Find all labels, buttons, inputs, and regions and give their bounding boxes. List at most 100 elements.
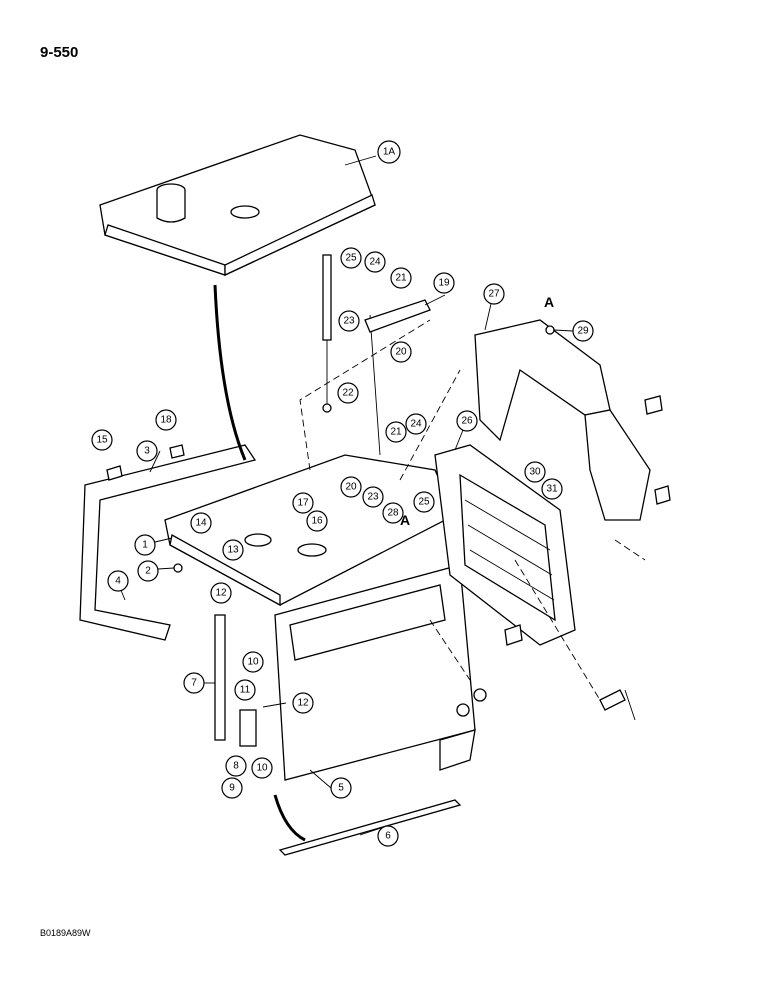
front-nose-panel <box>474 319 651 521</box>
svg-text:30: 30 <box>529 467 541 478</box>
callout-10b: 10 <box>251 757 273 779</box>
callout-31: 31 <box>541 478 563 500</box>
seal-line-lower <box>273 794 306 842</box>
section-marker-a: A <box>544 294 554 310</box>
callout-bubbles: 1A 1 2 3 4 5 6 7 8 9 10 10 11 12 12 13 1… <box>91 140 594 847</box>
callout-24b: 24 <box>405 413 427 435</box>
radiator-grille <box>434 444 576 646</box>
callout-12b: 12 <box>292 692 314 714</box>
page-number: 9-550 <box>40 44 79 61</box>
side-panel <box>274 564 476 781</box>
svg-text:11: 11 <box>240 685 251 696</box>
svg-text:31: 31 <box>546 484 558 495</box>
grommet <box>473 688 487 702</box>
hinge-strip-7 <box>214 614 226 741</box>
callout-15: 15 <box>91 429 113 451</box>
latch-rod <box>599 689 626 711</box>
svg-text:7: 7 <box>191 678 197 689</box>
latch-bracket <box>504 624 523 646</box>
callout-25b: 25 <box>413 491 435 513</box>
svg-text:4: 4 <box>115 576 121 587</box>
svg-text:23: 23 <box>343 316 355 327</box>
callout-30: 30 <box>524 461 546 483</box>
callout-18: 18 <box>155 409 177 431</box>
svg-text:25: 25 <box>345 253 357 264</box>
callout-3: 3 <box>136 440 158 462</box>
callout-16: 16 <box>306 510 328 532</box>
callout-19: 19 <box>433 272 455 294</box>
seal-line-upper <box>213 284 247 461</box>
callout-5: 5 <box>330 777 352 799</box>
svg-text:2: 2 <box>145 566 151 577</box>
callout-25: 25 <box>340 247 362 269</box>
callout-14: 14 <box>190 512 212 534</box>
callout-6: 6 <box>377 825 399 847</box>
callout-20b: 20 <box>340 476 362 498</box>
callout-22: 22 <box>337 382 359 404</box>
side-frame <box>79 444 257 641</box>
callout-17: 17 <box>292 492 314 514</box>
svg-text:1A: 1A <box>383 147 396 158</box>
svg-text:8: 8 <box>233 761 239 772</box>
assembly-line-4 <box>429 619 471 681</box>
callout-28: 28 <box>382 502 404 524</box>
svg-text:12: 12 <box>297 698 309 709</box>
svg-text:17: 17 <box>297 498 309 509</box>
callout-10: 10 <box>242 651 264 673</box>
svg-text:20: 20 <box>345 482 357 493</box>
svg-text:9: 9 <box>229 783 235 794</box>
callout-11: 11 <box>234 679 256 701</box>
svg-text:21: 21 <box>395 273 407 284</box>
callout-27: 27 <box>483 283 505 305</box>
callout-13: 13 <box>222 539 244 561</box>
svg-text:24: 24 <box>369 257 381 268</box>
svg-text:23: 23 <box>367 492 379 503</box>
section-marker-a: A <box>400 512 410 528</box>
callout-23b: 23 <box>362 486 384 508</box>
callout-24: 24 <box>364 251 386 273</box>
svg-text:10: 10 <box>256 763 268 774</box>
svg-text:5: 5 <box>338 783 344 794</box>
assembly-line-2 <box>399 369 461 481</box>
callout-7: 7 <box>183 672 205 694</box>
svg-text:14: 14 <box>195 518 207 529</box>
callout-23: 23 <box>338 310 360 332</box>
svg-text:20: 20 <box>395 347 407 358</box>
svg-text:16: 16 <box>311 516 323 527</box>
callout-4: 4 <box>107 570 129 592</box>
drawing-code: B0189A89W <box>40 928 91 938</box>
bracket-19 <box>364 299 431 333</box>
callout-26: 26 <box>456 410 478 432</box>
svg-text:21: 21 <box>390 427 402 438</box>
callout-21b: 21 <box>385 421 407 443</box>
callout-1a: 1A <box>377 140 401 164</box>
assembly-line-5 <box>614 539 646 561</box>
svg-text:13: 13 <box>227 545 239 556</box>
svg-text:28: 28 <box>387 508 399 519</box>
latch-15 <box>106 465 123 481</box>
svg-text:24: 24 <box>410 419 422 430</box>
latch-18 <box>169 444 185 459</box>
callout-9: 9 <box>221 777 243 799</box>
hinge-plate-8 <box>239 709 257 747</box>
svg-text:26: 26 <box>461 416 473 427</box>
callout-20: 20 <box>390 341 412 363</box>
callout-21: 21 <box>390 267 412 289</box>
svg-text:15: 15 <box>96 435 108 446</box>
svg-text:22: 22 <box>342 388 354 399</box>
assembly-line-1 <box>299 319 431 471</box>
seal-strip-6 <box>278 799 462 856</box>
knob <box>456 703 470 717</box>
svg-text:27: 27 <box>488 289 500 300</box>
svg-text:10: 10 <box>247 657 259 668</box>
rubber-bumper-lower <box>654 485 671 505</box>
callout-8: 8 <box>225 755 247 777</box>
callout-12: 12 <box>210 582 232 604</box>
hood-rod-22 <box>369 314 381 456</box>
svg-text:3: 3 <box>144 446 150 457</box>
svg-text:6: 6 <box>385 831 391 842</box>
svg-text:1: 1 <box>142 540 148 551</box>
callout-1: 1 <box>134 534 156 556</box>
svg-text:29: 29 <box>577 326 589 337</box>
